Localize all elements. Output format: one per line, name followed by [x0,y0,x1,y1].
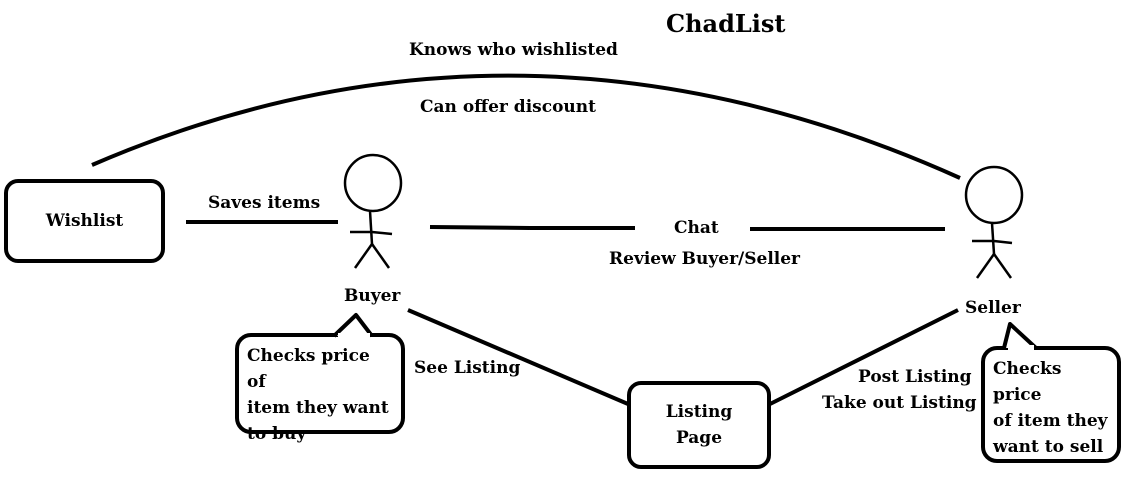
buyer-arm-right [371,230,393,236]
listing-page-node: Listing Page [627,381,771,469]
edge-label-post-listing: Post Listing [858,367,972,387]
edge-label-saves-items: Saves items [208,193,321,213]
seller-figure [964,165,1024,279]
edge-label-can-offer-discount: Can offer discount [420,97,596,117]
seller-note-tail [1002,322,1038,350]
diagram-title: ChadList [666,9,786,38]
buyer-listing-line [407,308,629,406]
buyer-leg-right [370,243,391,269]
edge-label-see-listing: See Listing [414,358,521,378]
edge-label-knows-who-wishlisted: Knows who wishlisted [409,40,618,60]
edge-label-review: Review Buyer/Seller [609,249,801,269]
seller-leg-left [975,253,996,279]
edge-label-take-out-listing: Take out Listing [822,393,977,413]
edge-label-chat: Chat [674,218,719,238]
wishlist-node: Wishlist [4,179,165,263]
seller-body [990,222,996,255]
buyer-figure [343,153,403,269]
buyer-note-bubble: Checks price of item they want to buy [235,333,405,444]
seller-listing-line [769,308,959,406]
buyer-seller-line-a [429,225,531,230]
buyer-body [368,210,374,245]
seller-leg-right [992,253,1013,279]
buyer-label: Buyer [344,286,401,306]
seller-note-bubble: Checks price of item they want to sell [981,346,1121,463]
seller-arm-right [993,239,1013,245]
buyer-leg-left [353,243,374,269]
seller-head [964,165,1024,225]
wishlist-seller-arc [91,73,961,180]
seller-label: Seller [965,298,1021,318]
buyer-note-tail [332,313,374,338]
buyer-head [343,153,403,213]
